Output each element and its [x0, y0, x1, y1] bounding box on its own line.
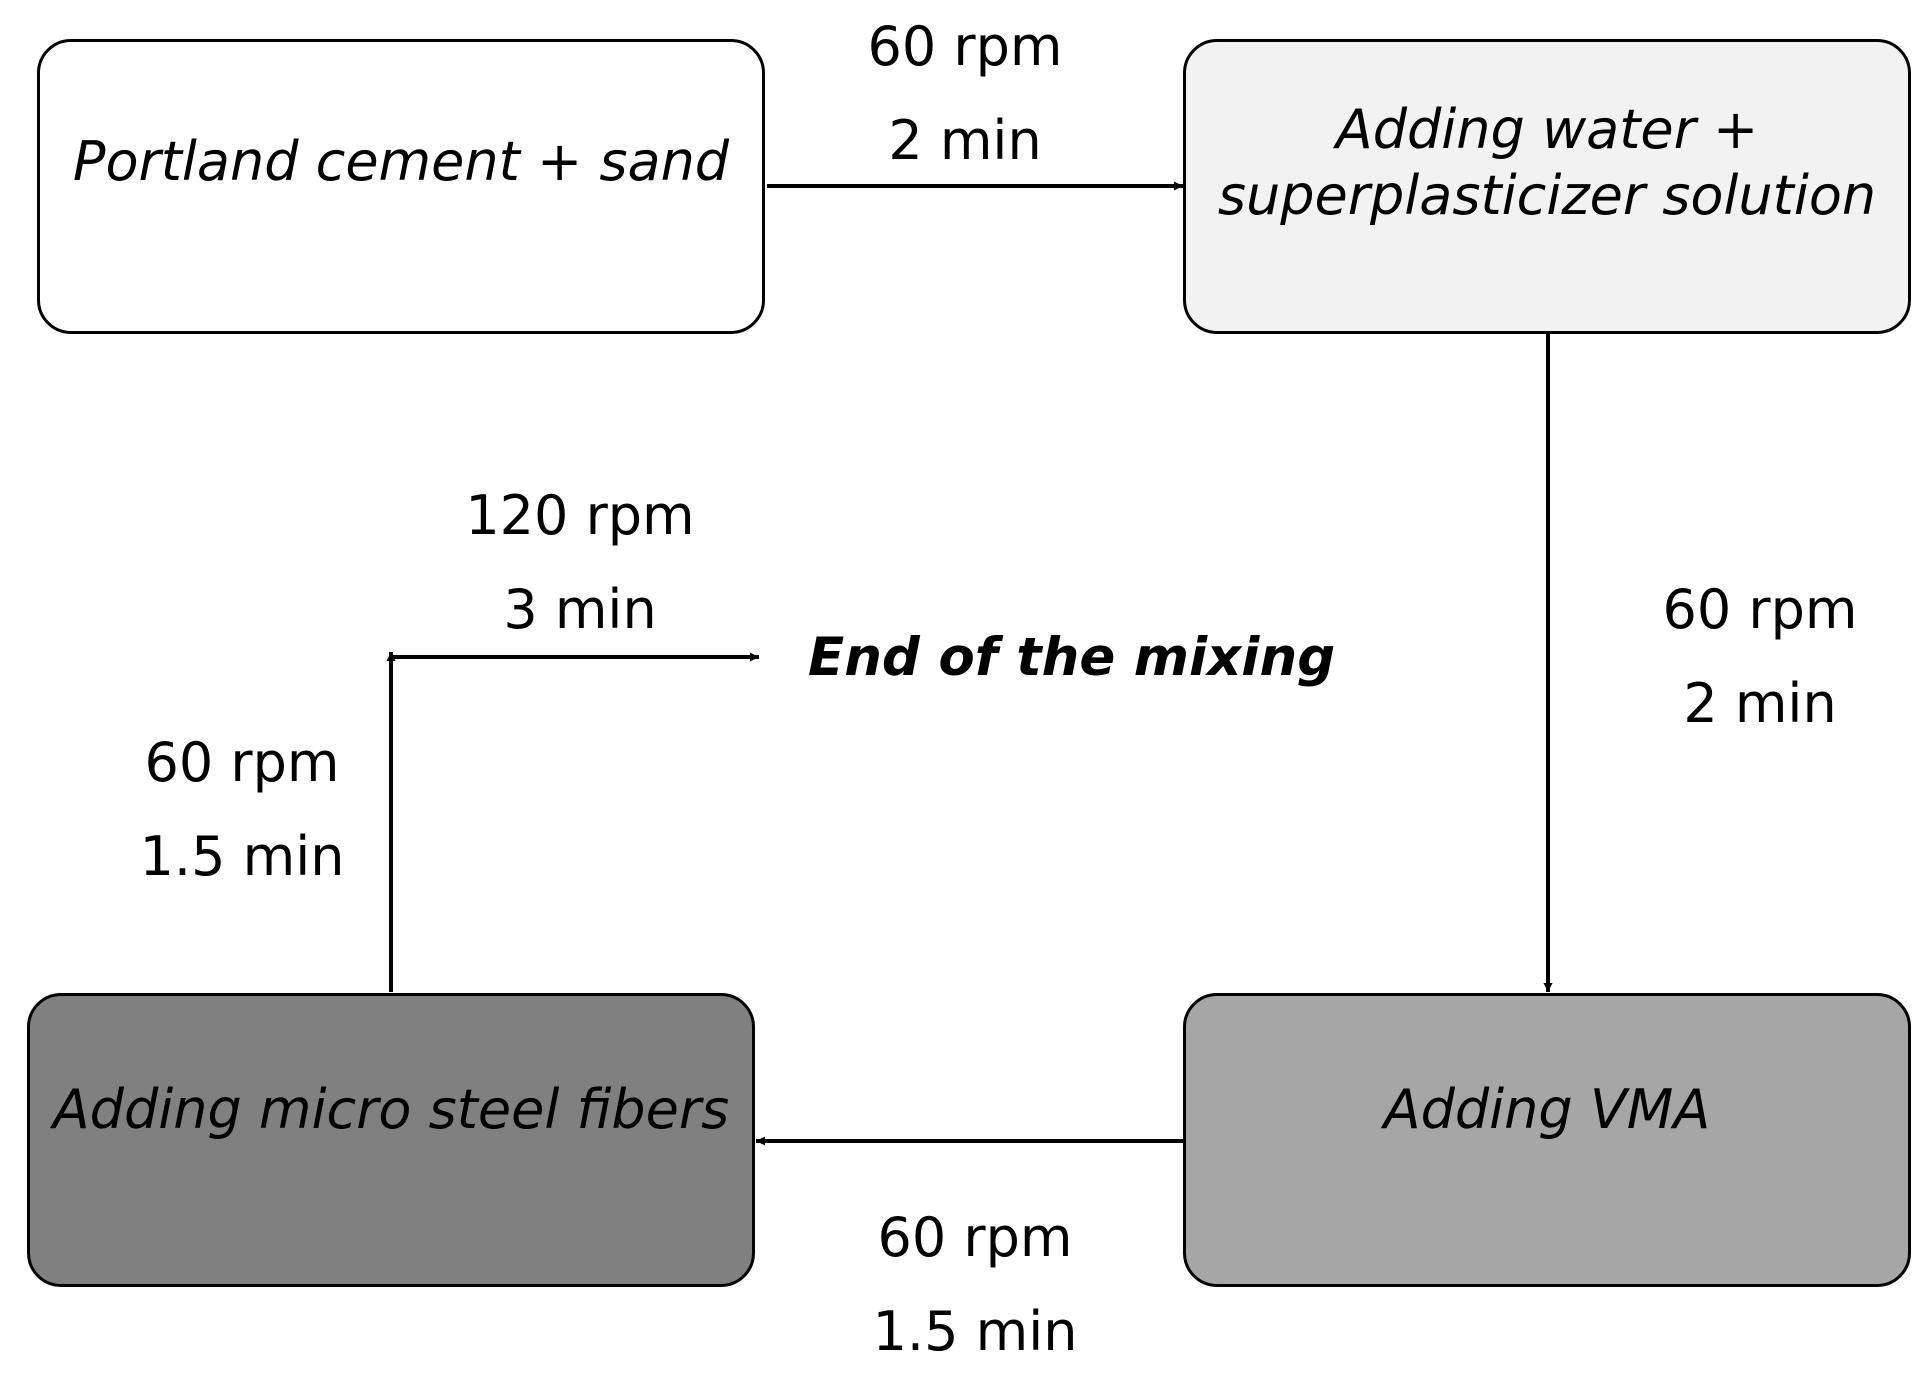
node-adding-water-superplasticizer: Adding water + superplasticizer solution: [1183, 39, 1911, 334]
edge-speed: 60 rpm: [867, 15, 1063, 78]
node-water-line-1: Adding water +: [1335, 98, 1759, 162]
node-adding-micro-steel-fibers: Adding micro steel fibers: [27, 993, 755, 1287]
node-portland-cement-sand: Portland cement + sand: [37, 39, 765, 334]
edge-speed: 120 rpm: [465, 484, 695, 547]
node-fibers-line-1: Adding micro steel fibers: [52, 1078, 730, 1142]
edge-time: 1.5 min: [139, 825, 345, 888]
edge-time: 3 min: [503, 578, 657, 641]
edge-label-to-end: 120 rpm 3 min: [430, 469, 730, 657]
edge-label-water-to-vma: 60 rpm 2 min: [1610, 563, 1910, 751]
edge-label-fibers-up: 60 rpm 1.5 min: [92, 716, 392, 904]
node-portland-line-1: Portland cement + sand: [72, 129, 730, 193]
node-water-line-2: superplasticizer solution: [1217, 163, 1877, 227]
edge-label-portland-to-water: 60 rpm 2 min: [815, 0, 1115, 188]
edge-time: 2 min: [888, 109, 1042, 172]
edge-time: 2 min: [1683, 672, 1837, 735]
edge-speed: 60 rpm: [877, 1206, 1073, 1269]
edge-speed: 60 rpm: [1662, 578, 1858, 641]
edge-label-vma-to-fibers: 60 rpm 1.5 min: [825, 1191, 1125, 1379]
node-adding-vma: Adding VMA: [1183, 993, 1911, 1287]
end-of-mixing-label: End of the mixing: [808, 627, 1336, 688]
edge-speed: 60 rpm: [144, 731, 340, 794]
node-vma-line-1: Adding VMA: [1383, 1078, 1711, 1142]
edge-time: 1.5 min: [872, 1300, 1078, 1363]
